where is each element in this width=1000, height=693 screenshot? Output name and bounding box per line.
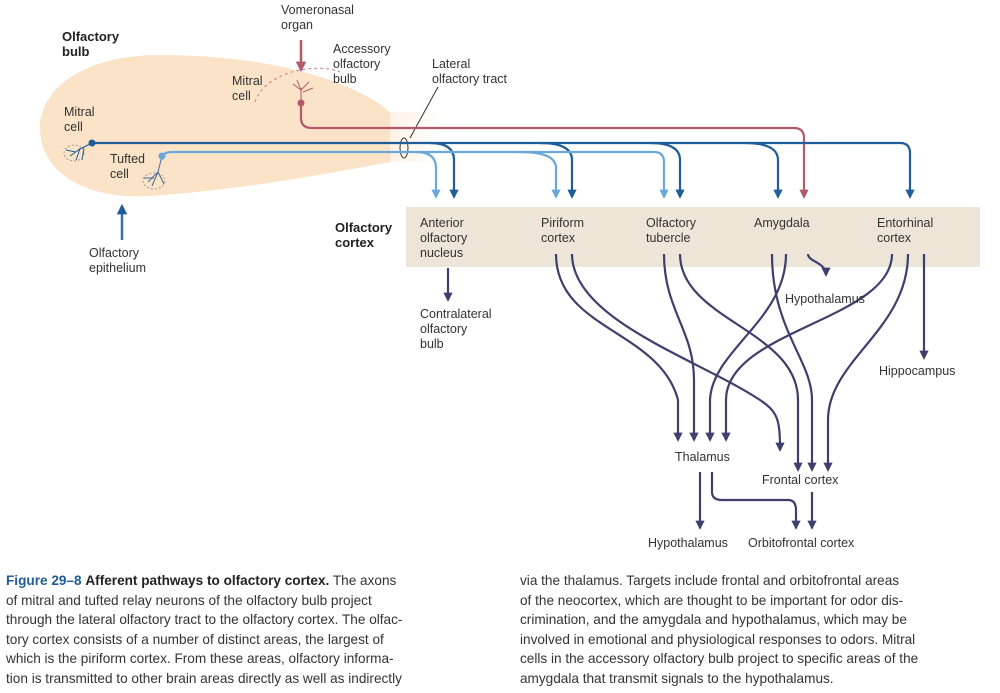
caption-line: involved in emotional and physiological … bbox=[520, 631, 916, 647]
tract-fade bbox=[330, 112, 440, 162]
label-vomeronasal-organ: Vomeronasal organ bbox=[281, 3, 357, 32]
caption-line: via the thalamus. Targets include fronta… bbox=[520, 573, 900, 588]
label-hypothalamus-amygdala-target: Hypothalamus bbox=[785, 292, 865, 306]
lateral-tract-ring bbox=[399, 137, 409, 159]
caption-line: cells in the accessory olfactory bulb pr… bbox=[520, 651, 919, 666]
label-olfactory-cortex: Olfactory cortex bbox=[335, 220, 396, 250]
caption-line: tory cortex consists of a number of dist… bbox=[6, 631, 384, 647]
label-contralateral-olfactory-bulb: Contralateral olfactory bulb bbox=[420, 307, 495, 351]
label-olfactory-tubercle: Olfactory tubercle bbox=[646, 216, 700, 245]
label-anterior-olfactory-nucleus: Anterior olfactory nucleus bbox=[420, 216, 471, 260]
caption-line: of the neocortex, which are thought to b… bbox=[520, 592, 904, 608]
label-amygdala: Amygdala bbox=[754, 216, 810, 230]
lateral-tract-pointer bbox=[409, 86, 439, 139]
figure-caption-right: via the thalamus. Targets include fronta… bbox=[520, 571, 998, 688]
caption-line: amygdala that transmit signals to the hy… bbox=[520, 670, 834, 686]
mitral-projections bbox=[92, 141, 915, 199]
accessory-bulb-boundary bbox=[254, 67, 341, 103]
olfactory-pathway-diagram: Vomeronasal organ Olfactory bulb Accesso… bbox=[40, 3, 980, 550]
label-hypothalamus: Hypothalamus bbox=[648, 536, 728, 550]
figure-title: Afferent pathways to olfactory cortex. bbox=[85, 573, 330, 588]
caption-line: through the lateral olfactory tract to t… bbox=[6, 612, 403, 627]
label-piriform-cortex: Piriform cortex bbox=[541, 216, 588, 245]
label-orbitofrontal-cortex: Orbitofrontal cortex bbox=[748, 536, 855, 550]
caption-line: Figure 29–8 Afferent pathways to olfacto… bbox=[6, 571, 476, 591]
label-entorhinal-cortex: Entorhinal cortex bbox=[877, 216, 937, 245]
cortical-outputs bbox=[443, 253, 929, 530]
accessory-pathway bbox=[299, 106, 809, 199]
caption-line: tion is transmitted to other brain areas… bbox=[6, 670, 402, 686]
figure-label: Figure 29–8 bbox=[6, 573, 82, 588]
label-tufted-cell: Tufted cell bbox=[110, 152, 148, 181]
mitral-cell-accessory bbox=[292, 79, 314, 107]
label-olfactory-epithelium: Olfactory epithelium bbox=[89, 246, 146, 275]
olfactory-bulb-shape bbox=[40, 55, 390, 197]
label-thalamus: Thalamus bbox=[675, 450, 730, 464]
figure-caption-left: Figure 29–8 Afferent pathways to olfacto… bbox=[6, 571, 476, 688]
label-hippocampus: Hippocampus bbox=[879, 364, 955, 378]
caption-line-text: The axons bbox=[329, 573, 397, 588]
olfactory-cortex-band bbox=[406, 207, 980, 267]
label-accessory-mitral-cell: Mitral cell bbox=[232, 74, 266, 103]
label-accessory-olfactory-bulb: Accessory olfactory bulb bbox=[333, 42, 394, 86]
label-olfactory-bulb: Olfactory bulb bbox=[62, 29, 123, 59]
label-mitral-cell: Mitral cell bbox=[64, 105, 98, 134]
caption-line: which is the piriform cortex. From these… bbox=[6, 651, 394, 666]
caption-line: crimination, and the amygdala and hypoth… bbox=[520, 612, 907, 627]
caption-line: of mitral and tufted relay neurons of th… bbox=[6, 592, 372, 608]
label-lateral-olfactory-tract: Lateral olfactory tract bbox=[432, 57, 508, 86]
tufted-projections bbox=[160, 150, 669, 199]
label-frontal-cortex: Frontal cortex bbox=[762, 473, 839, 487]
